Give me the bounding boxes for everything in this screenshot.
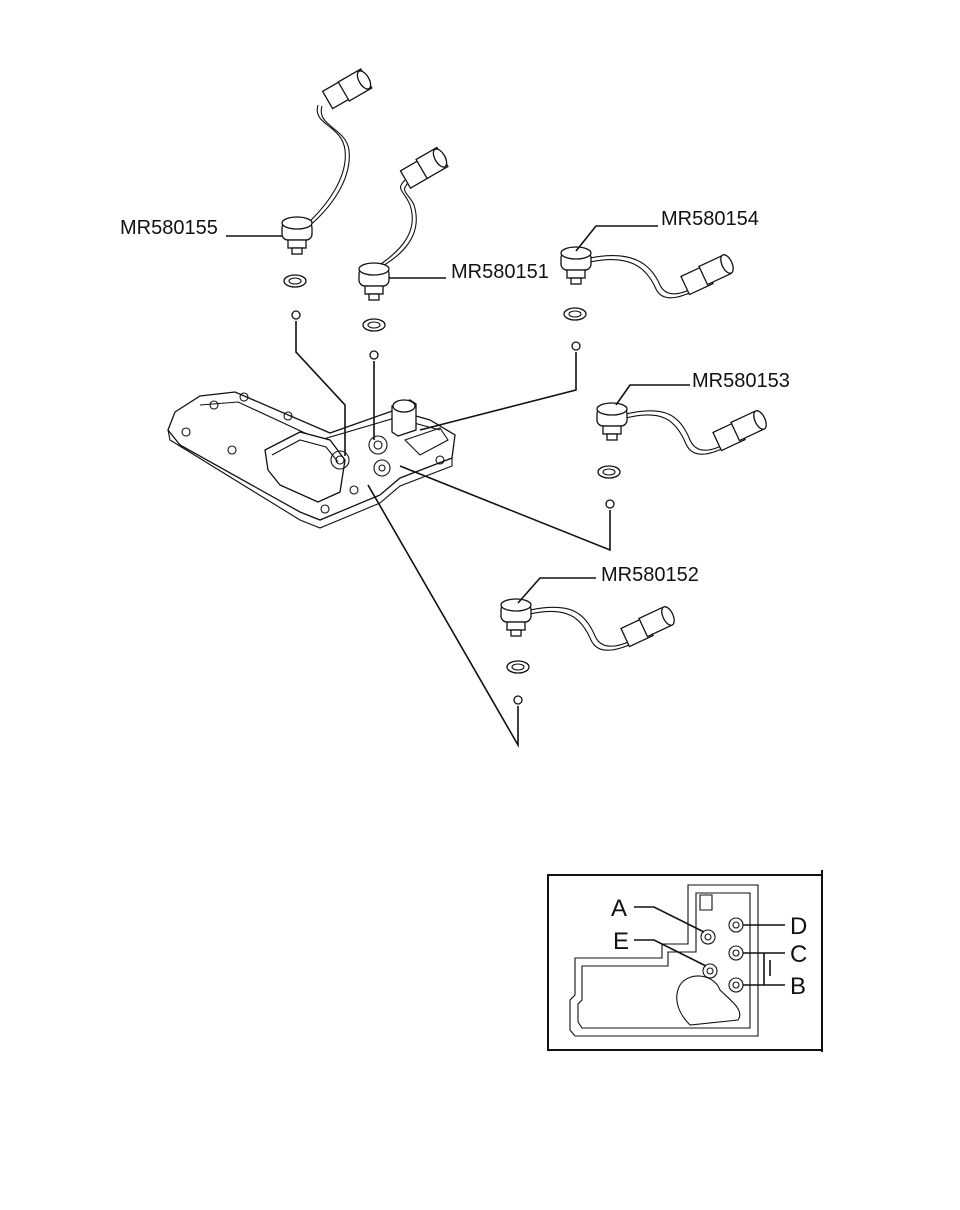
seal-ring-2 xyxy=(362,318,386,332)
solenoid-mr580154 xyxy=(560,246,734,299)
valve-body-plate xyxy=(167,391,456,529)
seal-ring-4 xyxy=(597,465,621,479)
position-label-d: D xyxy=(790,913,807,940)
label-mr580152: MR580152 xyxy=(601,564,699,586)
label-mr580155: MR580155 xyxy=(120,217,218,239)
leader-lines xyxy=(226,225,690,604)
solenoid-mr580153 xyxy=(596,402,767,455)
label-mr580151: MR580151 xyxy=(451,261,549,283)
assembly-guide-lines xyxy=(295,321,611,748)
label-mr580153: MR580153 xyxy=(692,370,790,392)
filter-4 xyxy=(605,499,615,509)
port-e xyxy=(702,963,718,979)
filter-2 xyxy=(369,350,379,360)
filter-1 xyxy=(291,310,301,320)
position-label-e: E xyxy=(613,928,629,955)
seal-ring-3 xyxy=(563,307,587,321)
position-label-c: C xyxy=(790,941,807,968)
filter-3 xyxy=(571,341,581,351)
position-inset-diagram xyxy=(547,870,823,1052)
position-label-b: B xyxy=(790,973,806,1000)
label-mr580154: MR580154 xyxy=(661,208,759,230)
filter-5 xyxy=(513,695,523,705)
seal-ring-1 xyxy=(283,274,307,288)
position-label-a: A xyxy=(611,895,627,922)
solenoid-mr580155 xyxy=(281,68,373,255)
port-a xyxy=(700,929,716,945)
solenoid-mr580152 xyxy=(500,598,675,651)
solenoid-mr580151 xyxy=(358,146,449,301)
seal-ring-5 xyxy=(506,660,530,674)
